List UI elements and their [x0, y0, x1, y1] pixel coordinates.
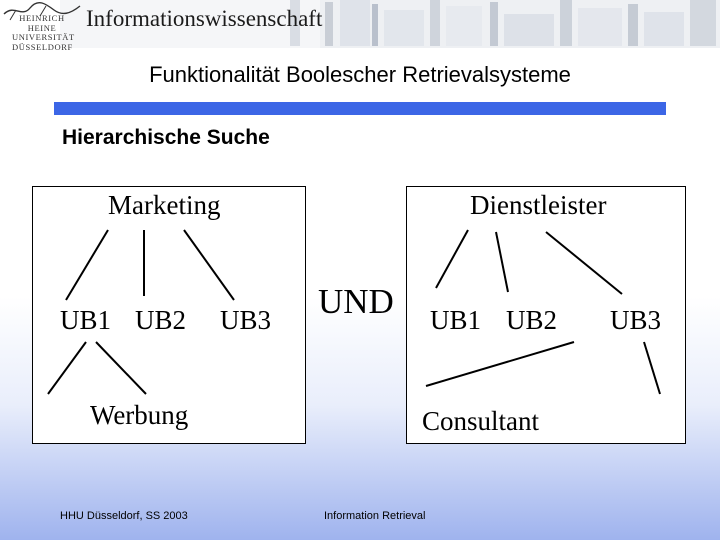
edge-line [183, 229, 235, 301]
header-title: Informationswissenschaft [86, 6, 323, 31]
slide-subtitle: Hierarchische Suche [62, 126, 270, 149]
signature-logo-icon [3, 1, 81, 21]
footer-center: Information Retrieval [324, 510, 426, 522]
right-child-label: UB2 [506, 305, 558, 335]
edge-line [643, 341, 661, 395]
right-leaf-label: Consultant [422, 406, 540, 436]
header-banner [60, 0, 720, 48]
left-hierarchy-box [32, 186, 306, 444]
right-child-label: UB1 [430, 305, 482, 335]
edge-line [495, 231, 509, 293]
right-child-label: UB3 [610, 305, 662, 335]
edge-line [435, 229, 469, 289]
edge-line [65, 229, 109, 301]
left-child-label: UB1 [60, 305, 112, 335]
footer-left: HHU Düsseldorf, SS 2003 [60, 510, 188, 522]
edge-line [47, 341, 87, 395]
right-hierarchy-box [406, 186, 686, 444]
right-root-label: Dienstleister [470, 190, 607, 220]
edge-line [425, 341, 575, 387]
edge-line [95, 341, 147, 395]
edge-line [545, 231, 623, 295]
university-name: HEINRICH HEINE UNIVERSITÄT DÜSSELDORF [12, 13, 75, 52]
left-root-label: Marketing [108, 190, 221, 220]
left-leaf-label: Werbung [90, 400, 189, 430]
left-child-label: UB2 [135, 305, 187, 335]
slide-title: Funktionalität Boolescher Retrievalsyste… [149, 62, 571, 87]
operator-label: UND [318, 282, 394, 321]
title-underline-bar [54, 102, 666, 115]
university-logo [0, 0, 84, 48]
left-child-label: UB3 [220, 305, 272, 335]
